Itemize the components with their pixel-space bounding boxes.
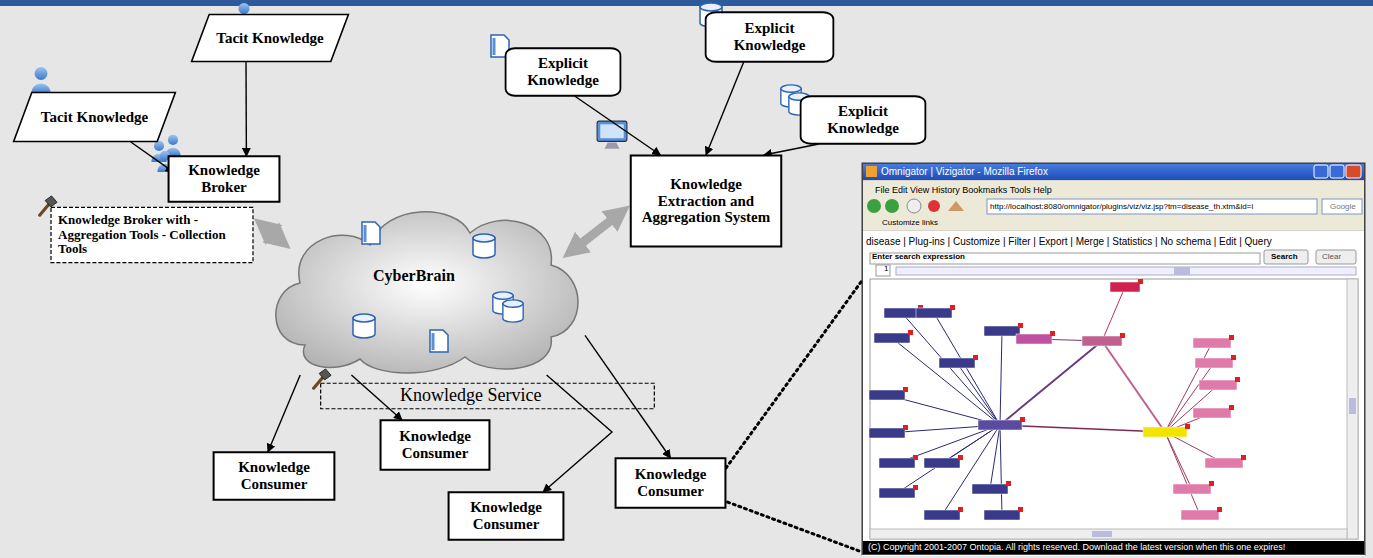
broker-tools-box: Knowledge Broker with - Aggregation Tool… bbox=[50, 207, 254, 263]
connector-arrow bbox=[245, 62, 247, 156]
screen-label: 1 bbox=[884, 264, 888, 273]
node-label: Tacit Knowledge bbox=[216, 30, 323, 47]
connector-arrow bbox=[575, 96, 661, 155]
screen-label: Customize links bbox=[882, 218, 938, 227]
node-label: Omnigator | Vizigator - Mozilla Firefox bbox=[881, 166, 1048, 177]
explicit-knowledge: Explicit Knowledge bbox=[800, 96, 926, 144]
screen-label: Google bbox=[1330, 202, 1356, 211]
connector-arrow bbox=[764, 144, 819, 155]
node-label: Knowledge Broker with - Aggregation Tool… bbox=[58, 213, 246, 257]
node-label: Knowledge Consumer bbox=[388, 428, 482, 462]
consumer-box: Knowledge Consumer bbox=[448, 492, 564, 540]
node-label: Tacit Knowledge bbox=[41, 109, 148, 126]
screen-label: Enter search expression bbox=[872, 252, 965, 261]
extraction-system-box: Knowledge Extraction and Aggregation Sys… bbox=[630, 155, 782, 247]
flow-arrow bbox=[574, 214, 619, 249]
node-label: Explicit Knowledge bbox=[513, 55, 613, 89]
explicit-knowledge: Explicit Knowledge bbox=[505, 48, 621, 96]
connector-arrow bbox=[706, 62, 744, 155]
node-label: CyberBrain bbox=[373, 267, 455, 285]
connector-arrow bbox=[268, 375, 300, 452]
connector-arrow bbox=[543, 375, 612, 492]
screen-label: Clear bbox=[1322, 252, 1341, 261]
zoom-line bbox=[726, 281, 862, 468]
node-label: Knowledge Consumer bbox=[456, 499, 556, 533]
node-label: Knowledge Extraction and Aggregation Sys… bbox=[638, 176, 774, 226]
connector-arrow bbox=[585, 335, 671, 458]
tacit-knowledge: Tacit Knowledge bbox=[190, 14, 350, 62]
screen-label: http://localhost:8080/omnigator/plugins/… bbox=[990, 202, 1253, 211]
screen-label: Search bbox=[1271, 252, 1298, 261]
explicit-knowledge: Explicit Knowledge bbox=[705, 12, 834, 62]
consumer-box: Knowledge Consumer bbox=[380, 420, 490, 470]
screen-label: (C) Copyright 2001-2007 Ontopia. All rig… bbox=[868, 542, 1285, 552]
node-label: Knowledge Consumer bbox=[221, 459, 327, 493]
connector-arrow bbox=[131, 142, 174, 172]
broker-box: Knowledge Broker bbox=[168, 156, 280, 202]
tacit-knowledge: Tacit Knowledge bbox=[12, 92, 177, 142]
screen-label: disease | Plug-ins | Customize | Filter … bbox=[866, 236, 1272, 248]
node-label: Explicit Knowledge bbox=[808, 103, 918, 137]
node-label: Explicit Knowledge bbox=[713, 20, 826, 54]
consumer-box: Knowledge Consumer bbox=[213, 452, 335, 500]
cloud-outline bbox=[265, 195, 585, 375]
connector-arrow bbox=[351, 375, 402, 420]
node-label: Knowledge Service bbox=[400, 385, 541, 405]
win-outline bbox=[863, 164, 1364, 554]
consumer-box: Knowledge Consumer bbox=[615, 458, 726, 508]
flow-arrow bbox=[265, 227, 280, 240]
node-label: Knowledge Consumer bbox=[623, 466, 718, 500]
service-box: Knowledge Service bbox=[320, 383, 655, 409]
cyberbrain-cloud: CyberBrain bbox=[265, 195, 585, 375]
node-label: Knowledge Broker bbox=[176, 162, 272, 196]
screen-label: File Edit View History Bookmarks Tools H… bbox=[875, 185, 1052, 195]
